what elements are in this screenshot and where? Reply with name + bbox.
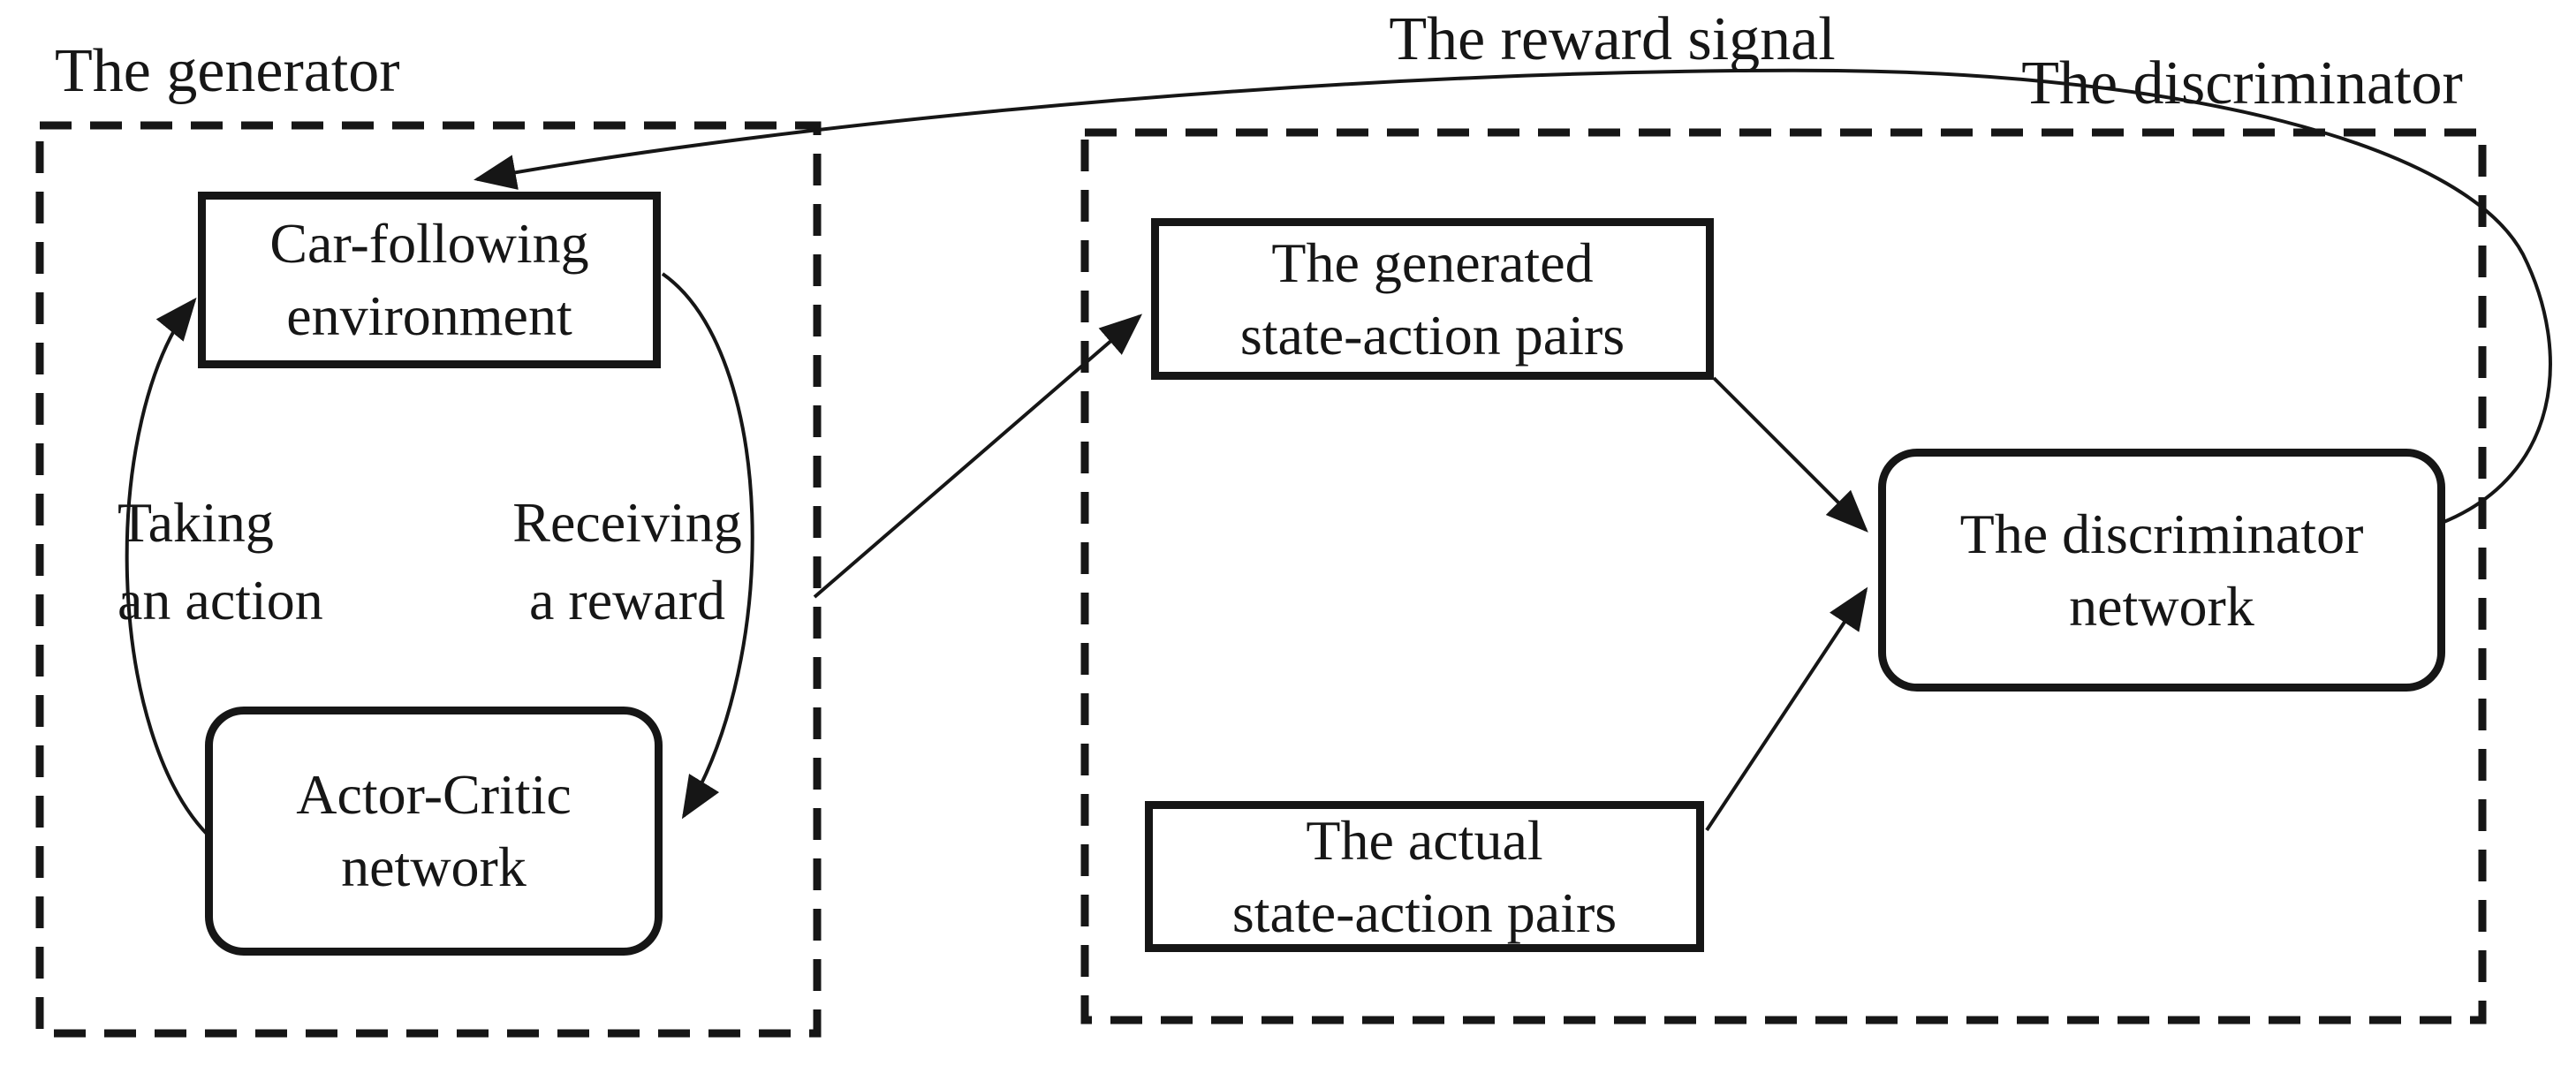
actor-critic-node-line1: Actor-Critic xyxy=(296,763,572,826)
receiving-reward-label: Receiving a reward xyxy=(493,484,761,639)
generator-to-generated-arrow xyxy=(813,314,1143,599)
actual-to-discriminator-arrow xyxy=(1705,586,1868,832)
actual-pairs-node-line1: The actual xyxy=(1306,808,1543,872)
taking-action-label: Taking an action xyxy=(117,484,323,639)
discriminator-network-node-line1: The discriminator xyxy=(1959,502,2364,565)
discriminator-dashed-box xyxy=(1080,128,2487,1024)
generator-dashed-box xyxy=(35,121,822,1038)
discriminator-network-node: The discriminator network xyxy=(1878,449,2445,692)
actor-critic-node-line2: network xyxy=(341,835,527,898)
receiving-reward-arrow xyxy=(661,272,754,820)
actor-critic-node: Actor-Critic network xyxy=(205,707,663,956)
receiving-reward-label-line1: Receiving xyxy=(512,491,742,554)
reward-signal-arrow xyxy=(474,68,2552,525)
generator-group-label: The generator xyxy=(55,37,400,105)
actual-pairs-node: The actual state-action pairs xyxy=(1145,801,1704,952)
discriminator-group-label: The discriminator xyxy=(2021,49,2463,117)
receiving-reward-label-line2: a reward xyxy=(528,569,726,631)
generated-pairs-node-line2: state-action pairs xyxy=(1239,303,1625,367)
generated-pairs-node: The generated state-action pairs xyxy=(1151,218,1714,380)
generated-to-discriminator-arrow xyxy=(1712,376,1868,533)
discriminator-network-node-line2: network xyxy=(2069,574,2254,638)
taking-action-arrow xyxy=(125,297,216,843)
actual-pairs-node-line2: state-action pairs xyxy=(1231,881,1618,944)
reward-signal-label: The reward signal xyxy=(1389,5,1836,73)
environment-node-line1: Car-following xyxy=(269,212,589,275)
environment-node: Car-following environment xyxy=(198,192,661,368)
taking-action-label-line2: an action xyxy=(117,569,323,631)
generated-pairs-node-line1: The generated xyxy=(1271,231,1594,294)
environment-node-line2: environment xyxy=(286,284,572,347)
taking-action-label-line1: Taking xyxy=(117,491,274,554)
